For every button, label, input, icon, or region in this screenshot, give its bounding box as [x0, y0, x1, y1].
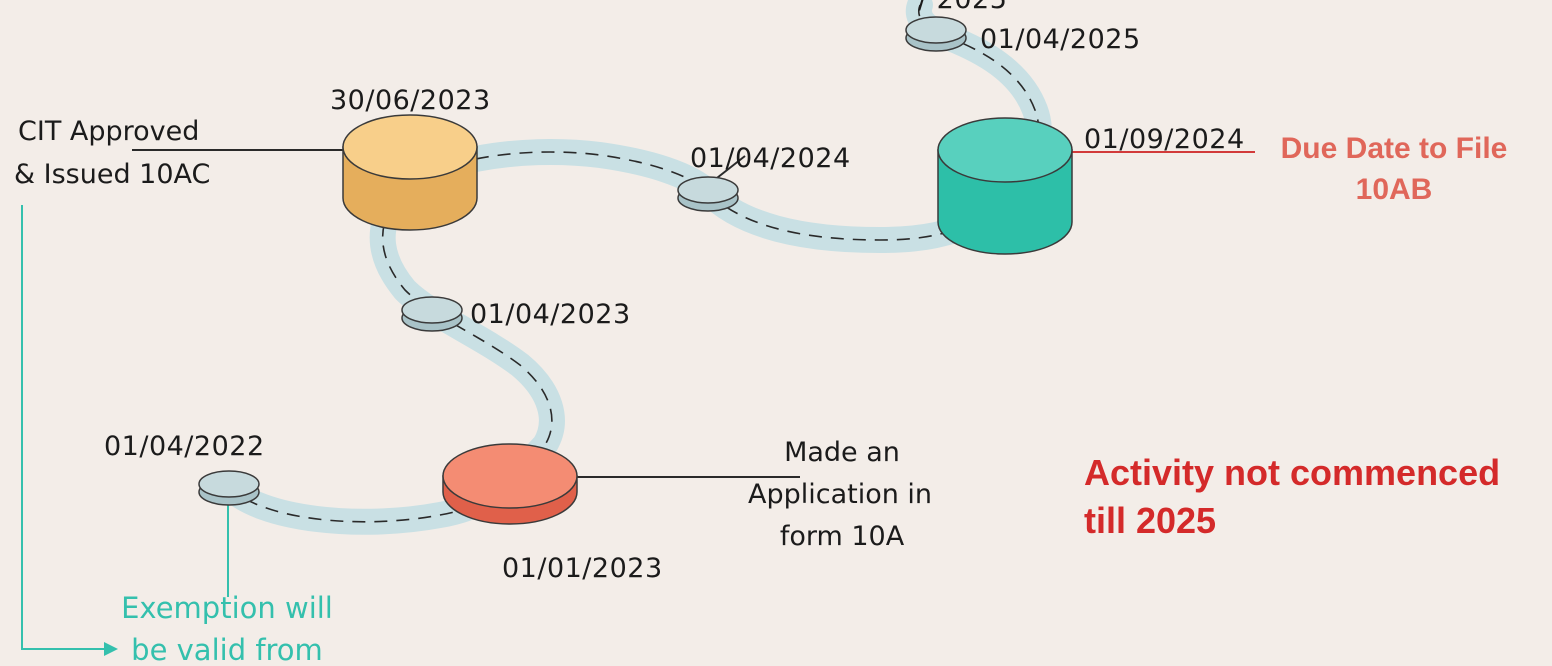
timeline-road — [215, 0, 1052, 535]
exemption-arrow-line — [21, 205, 108, 650]
milestone-application — [442, 443, 578, 525]
milestone-approval — [342, 114, 478, 231]
date-label-application: 01/01/2023 — [502, 553, 663, 584]
date-label-start: 01/04/2022 — [104, 431, 265, 462]
milestone-fy-2024 — [677, 176, 739, 212]
milestone-start — [198, 470, 260, 506]
application-description-line-1: Made an — [784, 437, 900, 468]
exemption-note-line-2: be valid from — [131, 633, 323, 666]
due-date-description-line-2: 10AB — [1356, 173, 1433, 206]
milestone-fy-2025 — [905, 16, 967, 52]
road-dashes — [227, 4, 1040, 523]
approval-description-line-2: & Issued 10AC — [14, 159, 210, 190]
date-label-fy-2024: 01/04/2024 — [690, 143, 851, 174]
application-description-line-2: Application in — [748, 479, 932, 510]
exemption-note-line-1: Exemption will — [121, 591, 333, 625]
date-label-due-date: 01/09/2024 — [1084, 124, 1245, 155]
activity-note-line-2: till 2025 — [1084, 500, 1216, 541]
exemption-arrow-head — [104, 642, 118, 656]
approval-description-line-1: CIT Approved — [18, 116, 199, 147]
activity-note-line-1: Activity not commenced — [1084, 452, 1500, 493]
date-label-fy-2023: 01/04/2023 — [470, 299, 631, 330]
due-date-description-line-1: Due Date to File — [1281, 132, 1508, 165]
date-label-approval: 30/06/2023 — [330, 85, 491, 116]
milestone-fy-2023 — [401, 296, 463, 332]
application-description-line-3: form 10A — [780, 521, 905, 552]
milestone-due-date — [937, 117, 1073, 255]
date-label-fy-2025-clipped: / 2025 — [918, 0, 1007, 15]
date-label-fy-2025: 01/04/2025 — [980, 24, 1141, 55]
road-path — [215, 0, 1052, 535]
